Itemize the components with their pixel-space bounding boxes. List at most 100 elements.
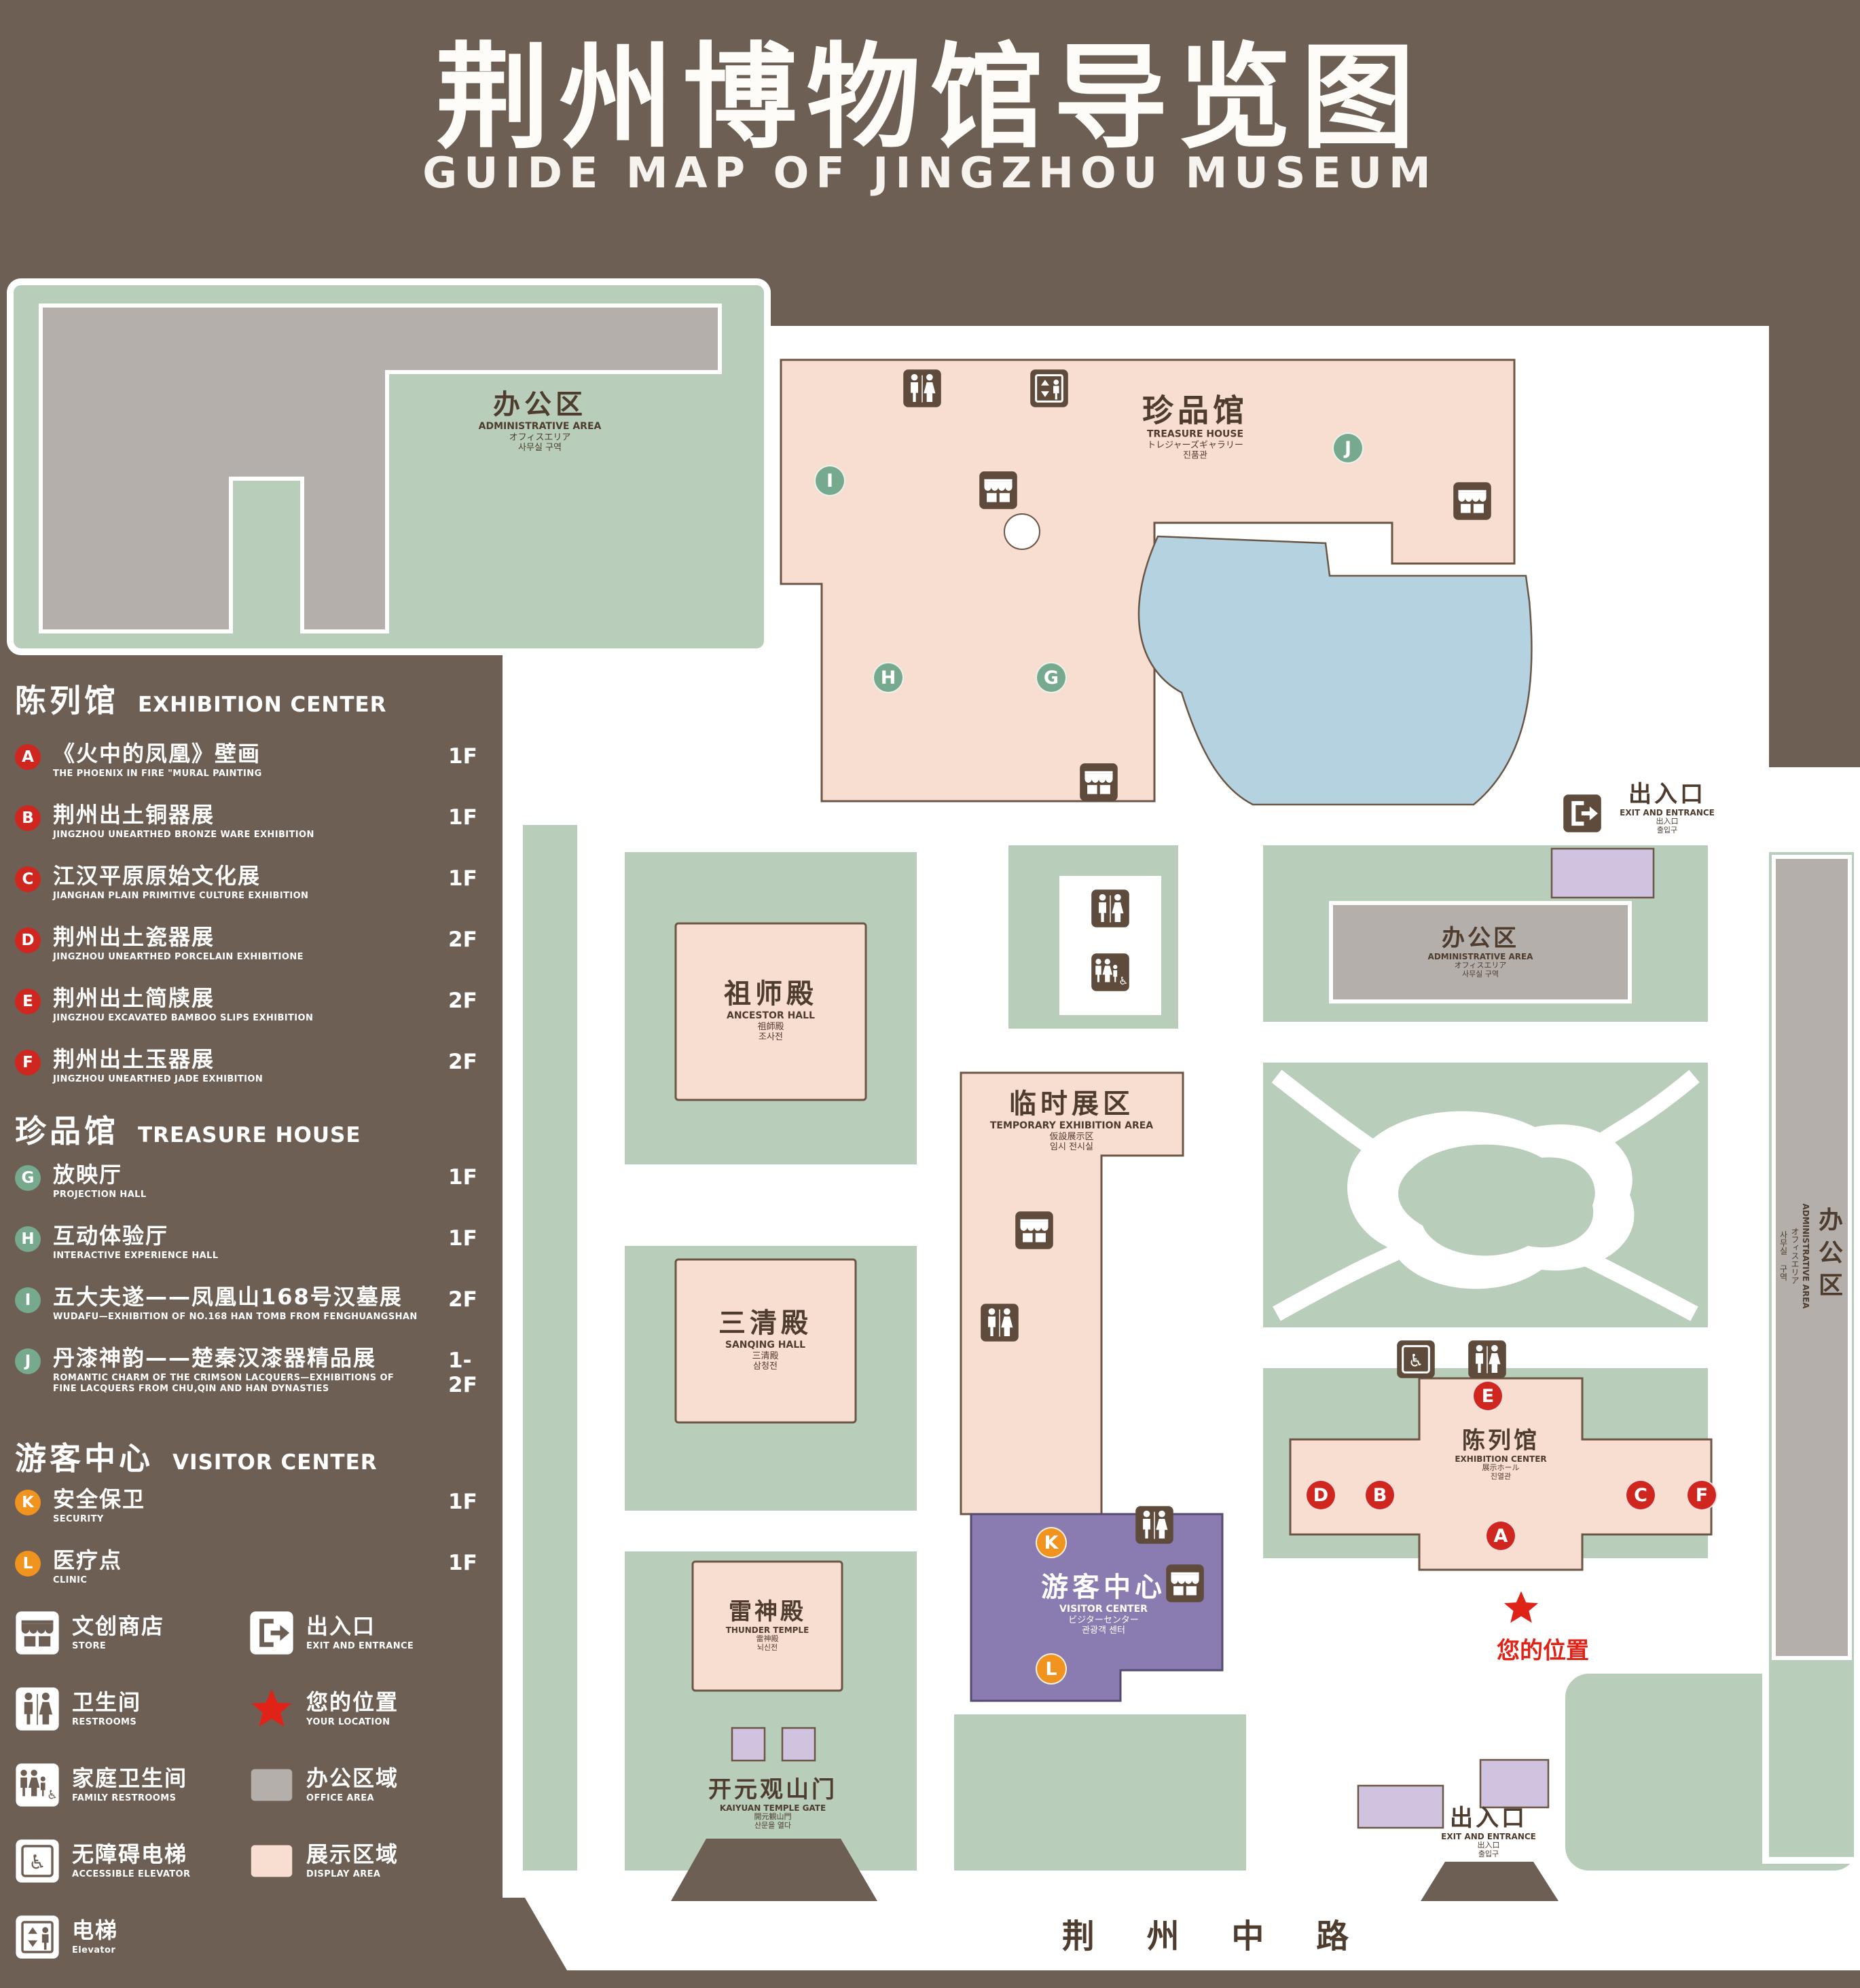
- legend-item-L-floor: 1F: [448, 1551, 477, 1575]
- legend-item-G-floor: 1F: [448, 1165, 477, 1190]
- lawn-south: [947, 1708, 1253, 1877]
- map-badge-I: I: [814, 465, 845, 496]
- building-admin-northwest: [39, 303, 722, 633]
- admin-east-label-en: ADMINISTRATIVE AREA: [1427, 952, 1533, 962]
- legend-item-J-en: ROMANTIC CHARM OF THE CRIMSON LACQUERS—E…: [53, 1372, 395, 1395]
- svg-text:♿: ♿: [29, 1851, 46, 1874]
- legend-symbol-family-restrooms-en: FAMILY RESTROOMS: [72, 1792, 177, 1803]
- building-exhibition-center: [1289, 1377, 1713, 1571]
- legend-item-D-text: 荆州出土瓷器展 JINGZHOU UNEARTHED PORCELAIN EXH…: [53, 925, 420, 963]
- admin-northwest-label-ko: 사무실 구역: [518, 442, 562, 453]
- legend-item-C-zh: 江汉平原原始文化展: [53, 863, 261, 889]
- exhibition-center-label-ko: 진열관: [1490, 1472, 1512, 1481]
- legend-badge-L: L: [15, 1551, 41, 1577]
- legend-item-C-floor: 1F: [448, 866, 477, 891]
- south-gate-block-right: [1479, 1759, 1550, 1809]
- legend-heading-treasure-zh: 珍品馆: [15, 1113, 119, 1149]
- legend-item-B-en: JINGZHOU UNEARTHED BRONZE WARE EXHIBITIO…: [53, 829, 314, 840]
- legend-symbol-office-area-zh: 办公区域: [306, 1765, 399, 1791]
- legend-item-B: B 荆州出土铜器展 JINGZHOU UNEARTHED BRONZE WARE…: [15, 803, 490, 841]
- legend-item-H-en: INTERACTIVE EXPERIENCE HALL: [53, 1250, 219, 1261]
- plaza-circle: [1004, 513, 1040, 550]
- thunder-temple-label-en: THUNDER TEMPLE: [725, 1625, 809, 1636]
- legend-item-L-zh: 医疗点: [53, 1547, 123, 1573]
- east-exit-label-ko: 출입구: [1656, 826, 1678, 835]
- legend-symbol-office-area-text: 办公区域 OFFICE AREA: [306, 1766, 399, 1804]
- lawn-west-strip: [516, 818, 584, 1877]
- map-badge-H: H: [873, 662, 904, 693]
- legend-symbol-store: 文创商店 STORE: [15, 1610, 164, 1655]
- exhibition-center-label-ja: 展示ホール: [1482, 1463, 1520, 1473]
- map-badge-G: G: [1036, 662, 1067, 693]
- legend-item-K-en: SECURITY: [53, 1513, 104, 1524]
- legend-badge-D: D: [15, 927, 41, 953]
- legend-symbol-family-restrooms-zh: 家庭卫生间: [72, 1765, 188, 1791]
- legend-item-F: F 荆州出土玉器展 JINGZHOU UNEARTHED JADE EXHIBI…: [15, 1047, 490, 1085]
- svg-text:♿: ♿: [1408, 1350, 1424, 1370]
- legend-heading-exhibition-en: EXHIBITION CENTER: [138, 693, 387, 717]
- road-jingzhou-middle: [523, 1894, 1860, 1970]
- legend-item-G-en: PROJECTION HALL: [53, 1189, 147, 1200]
- family-restroom-icon: ♿: [1091, 953, 1130, 992]
- page-title: 荆州博物馆导览图: [435, 31, 1425, 164]
- ancestor-hall-label: 祖师殿 ANCESTOR HALL 祖師殿 조사전: [724, 978, 818, 1042]
- restroom-icon: [902, 369, 942, 408]
- map-badge-J: J: [1332, 432, 1364, 464]
- accessible-elevator-icon: ♿: [1396, 1340, 1436, 1379]
- south-exit-label-en: EXIT AND ENTRANCE: [1441, 1832, 1536, 1842]
- temporary-exhibition-label: 临时展区 TEMPORARY EXHIBITION AREA 仮設展示区 임시 …: [990, 1088, 1153, 1152]
- store-icon: [1165, 1564, 1205, 1603]
- exit-icon: [1563, 794, 1602, 833]
- south-exit-label-ko: 출입구: [1478, 1849, 1499, 1859]
- legend-item-D-en: JINGZHOU UNEARTHED PORCELAIN EXHIBITIONE: [53, 951, 304, 962]
- elevator-icon: [1029, 369, 1069, 408]
- visitor-center-label-en: VISITOR CENTER: [1059, 1604, 1148, 1615]
- legend-item-J-zh: 丹漆神韵——楚秦汉漆器精品展: [53, 1345, 377, 1371]
- legend-item-I-en: WUDAFU—EXHIBITION OF NO.168 HAN TOMB FRO…: [53, 1311, 418, 1322]
- building-sanqing-hall: [674, 1258, 857, 1424]
- legend-item-K-text: 安全保卫 SECURITY: [53, 1487, 420, 1525]
- legend-badge-K: K: [15, 1490, 41, 1515]
- legend-item-J-text: 丹漆神韵——楚秦汉漆器精品展 ROMANTIC CHARM OF THE CRI…: [53, 1346, 420, 1395]
- legend-badge-C: C: [15, 866, 41, 892]
- thunder-temple-label-zh: 雷神殿: [729, 1598, 806, 1625]
- restroom-icon: [15, 1687, 60, 1731]
- store-icon: [1079, 762, 1118, 802]
- map-badge-B: B: [1364, 1479, 1396, 1511]
- visitor-center-label-zh: 游客中心: [1041, 1571, 1166, 1603]
- legend-symbol-accessible-elevator-en: ACCESSIBLE ELEVATOR: [72, 1869, 191, 1879]
- treasure-house-label-ja: トレジャーズギャラリー: [1147, 440, 1243, 451]
- visitor-center-label-ja: ビジターセンター: [1068, 1615, 1139, 1625]
- kaiyuan-gate-label: 开元观山门 KAIYUAN TEMPLE GATE 開元観山門 산문을 열다: [708, 1776, 837, 1830]
- your-location-star-icon: [249, 1687, 294, 1731]
- legend-item-J: J 丹漆神韵——楚秦汉漆器精品展 ROMANTIC CHARM OF THE C…: [15, 1346, 490, 1397]
- legend-item-C: C 江汉平原原始文化展 JIANGHAN PLAIN PRIMITIVE CUL…: [15, 864, 490, 902]
- legend-item-I-text: 五大夫遂——凤凰山168号汉墓展 WUDAFU—EXHIBITION OF NO…: [53, 1285, 420, 1323]
- legend-item-I: I 五大夫遂——凤凰山168号汉墓展 WUDAFU—EXHIBITION OF …: [15, 1285, 490, 1323]
- admin-east-label-ja: オフィスエリア: [1454, 961, 1507, 970]
- legend-badge-E: E: [15, 989, 41, 1014]
- map-badge-L: L: [1036, 1653, 1067, 1685]
- road-label: 荆 州 中 路: [1061, 1917, 1370, 1955]
- east-exit-label-en: EXIT AND ENTRANCE: [1620, 808, 1715, 818]
- legend-heading-exhibition-zh: 陈列馆: [15, 682, 119, 719]
- legend-item-L: L 医疗点 CLINIC 1F: [15, 1548, 490, 1586]
- temporary-exhibition-label-ko: 임시 전시실: [1050, 1141, 1093, 1152]
- legend-symbol-display-area-zh: 展示区域: [306, 1841, 399, 1867]
- kaiyuan-gate-label-en: KAIYUAN TEMPLE GATE: [719, 1803, 826, 1814]
- legend-item-F-floor: 2F: [448, 1050, 477, 1074]
- treasure-house-label-ko: 진품관: [1183, 450, 1207, 461]
- admin-strip-label-en: ADMINISTRATIVE AREA: [1801, 1203, 1810, 1309]
- east-exit-label: 出入口 EXIT AND ENTRANCE 出入口 출입구: [1620, 781, 1715, 835]
- ancestor-hall-label-ja: 祖師殿: [757, 1021, 784, 1032]
- legend-badge-F: F: [15, 1050, 41, 1075]
- legend-symbol-restrooms-text: 卫生间 RESTROOMS: [72, 1690, 141, 1728]
- south-exit-label-zh: 出入口: [1450, 1804, 1527, 1832]
- ancestor-hall-label-zh: 祖师殿: [724, 978, 818, 1010]
- legend-symbol-restrooms-zh: 卫生间: [72, 1689, 142, 1715]
- ancestor-hall-label-en: ANCESTOR HALL: [727, 1010, 815, 1022]
- building-thunder-temple: [691, 1560, 843, 1692]
- legend-item-E: E 荆州出土简牍展 JINGZHOU EXCAVATED BAMBOO SLIP…: [15, 986, 490, 1024]
- restroom-icon: [1467, 1340, 1507, 1379]
- legend-item-B-zh: 荆州出土铜器展: [53, 802, 215, 828]
